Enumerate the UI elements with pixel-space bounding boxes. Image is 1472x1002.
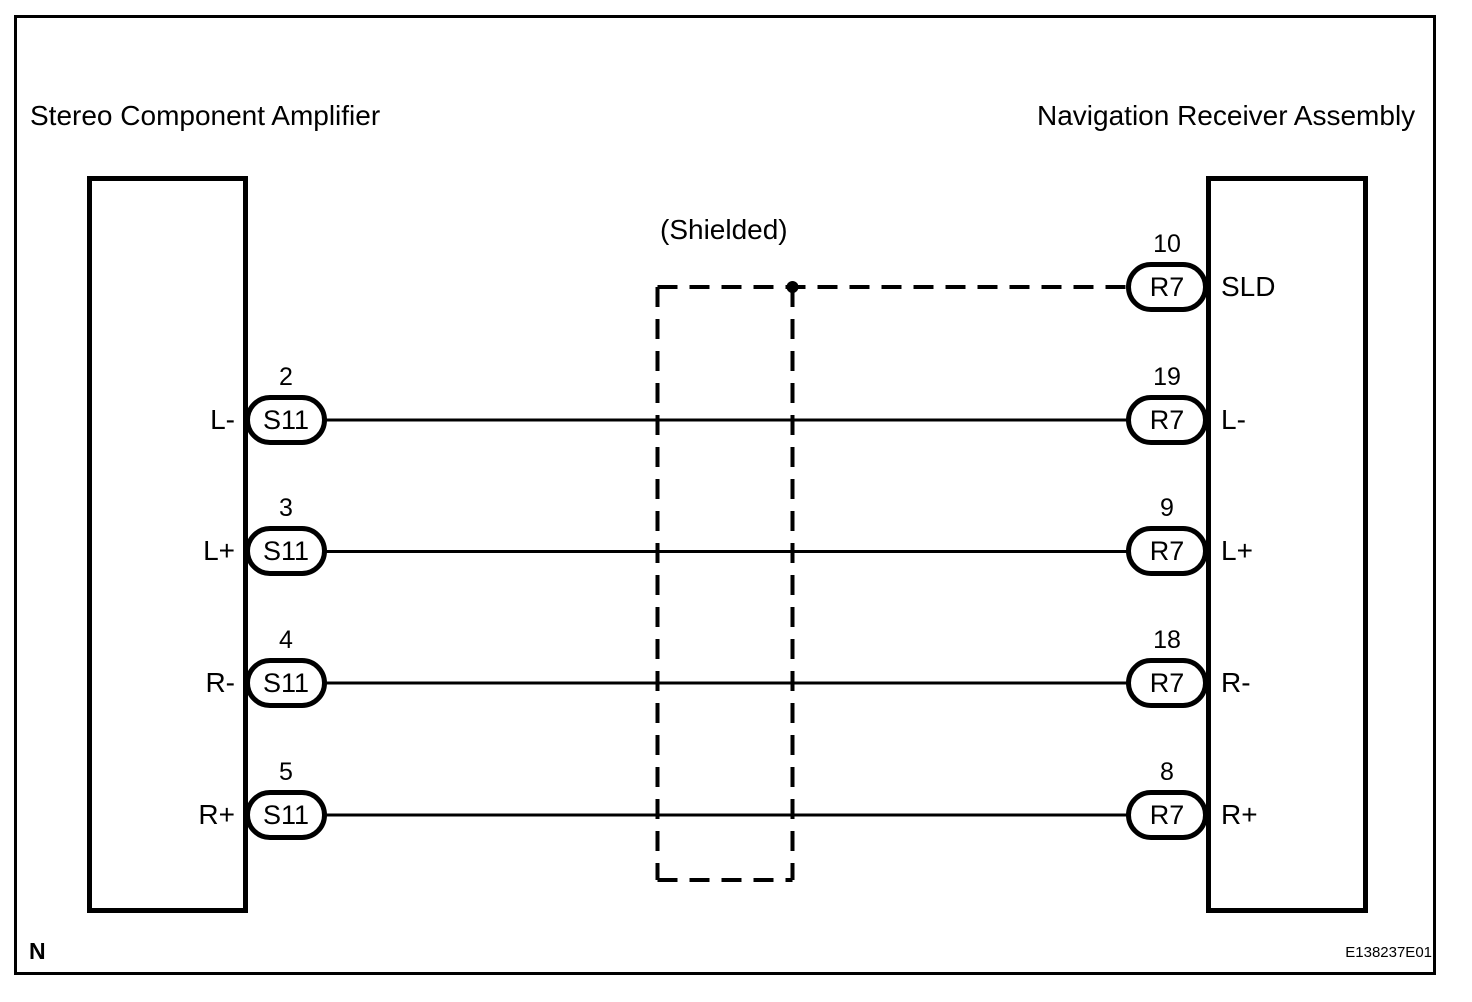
shield-junction-dot (786, 281, 799, 293)
diagram-border (14, 15, 1436, 975)
pin-signal-label: R+ (1221, 799, 1258, 830)
pin-signal-label: L+ (203, 535, 235, 566)
pin-number: 9 (1160, 494, 1174, 522)
pin-number: 4 (279, 626, 293, 654)
connector-pill: R7 (1126, 262, 1208, 312)
pin-signal-label: SLD (1221, 271, 1276, 302)
right-component-title: Navigation Receiver Assembly (1037, 100, 1416, 131)
shield-label: (Shielded) (660, 214, 788, 245)
note-label: N (29, 938, 46, 964)
connector-pill: S11 (245, 526, 327, 576)
pin-signal-label: L- (1221, 404, 1246, 435)
figure-code: E138237E01 (1345, 944, 1432, 961)
pin-signal-label: R- (1221, 667, 1251, 698)
left-component-title: Stereo Component Amplifier (30, 100, 381, 131)
left-component-box (87, 176, 248, 913)
connector-pill: S11 (245, 395, 327, 445)
connector-pill: S11 (245, 658, 327, 708)
connector-pill: R7 (1126, 790, 1208, 840)
pin-signal-label: R- (205, 667, 235, 698)
connector-pill: R7 (1126, 526, 1208, 576)
connector-pill: R7 (1126, 658, 1208, 708)
pin-number: 8 (1160, 758, 1174, 786)
pin-signal-label: L+ (1221, 535, 1253, 566)
pin-signal-label: R+ (198, 799, 235, 830)
pin-number: 5 (279, 758, 293, 786)
connector-pill: S11 (245, 790, 327, 840)
pin-number: 10 (1153, 230, 1181, 258)
pin-signal-label: L- (210, 404, 235, 435)
connector-pill: R7 (1126, 395, 1208, 445)
pin-number: 3 (279, 494, 293, 522)
pin-number: 2 (279, 363, 293, 391)
right-component-box (1206, 176, 1368, 913)
pin-number: 18 (1153, 626, 1181, 654)
pin-number: 19 (1153, 363, 1181, 391)
